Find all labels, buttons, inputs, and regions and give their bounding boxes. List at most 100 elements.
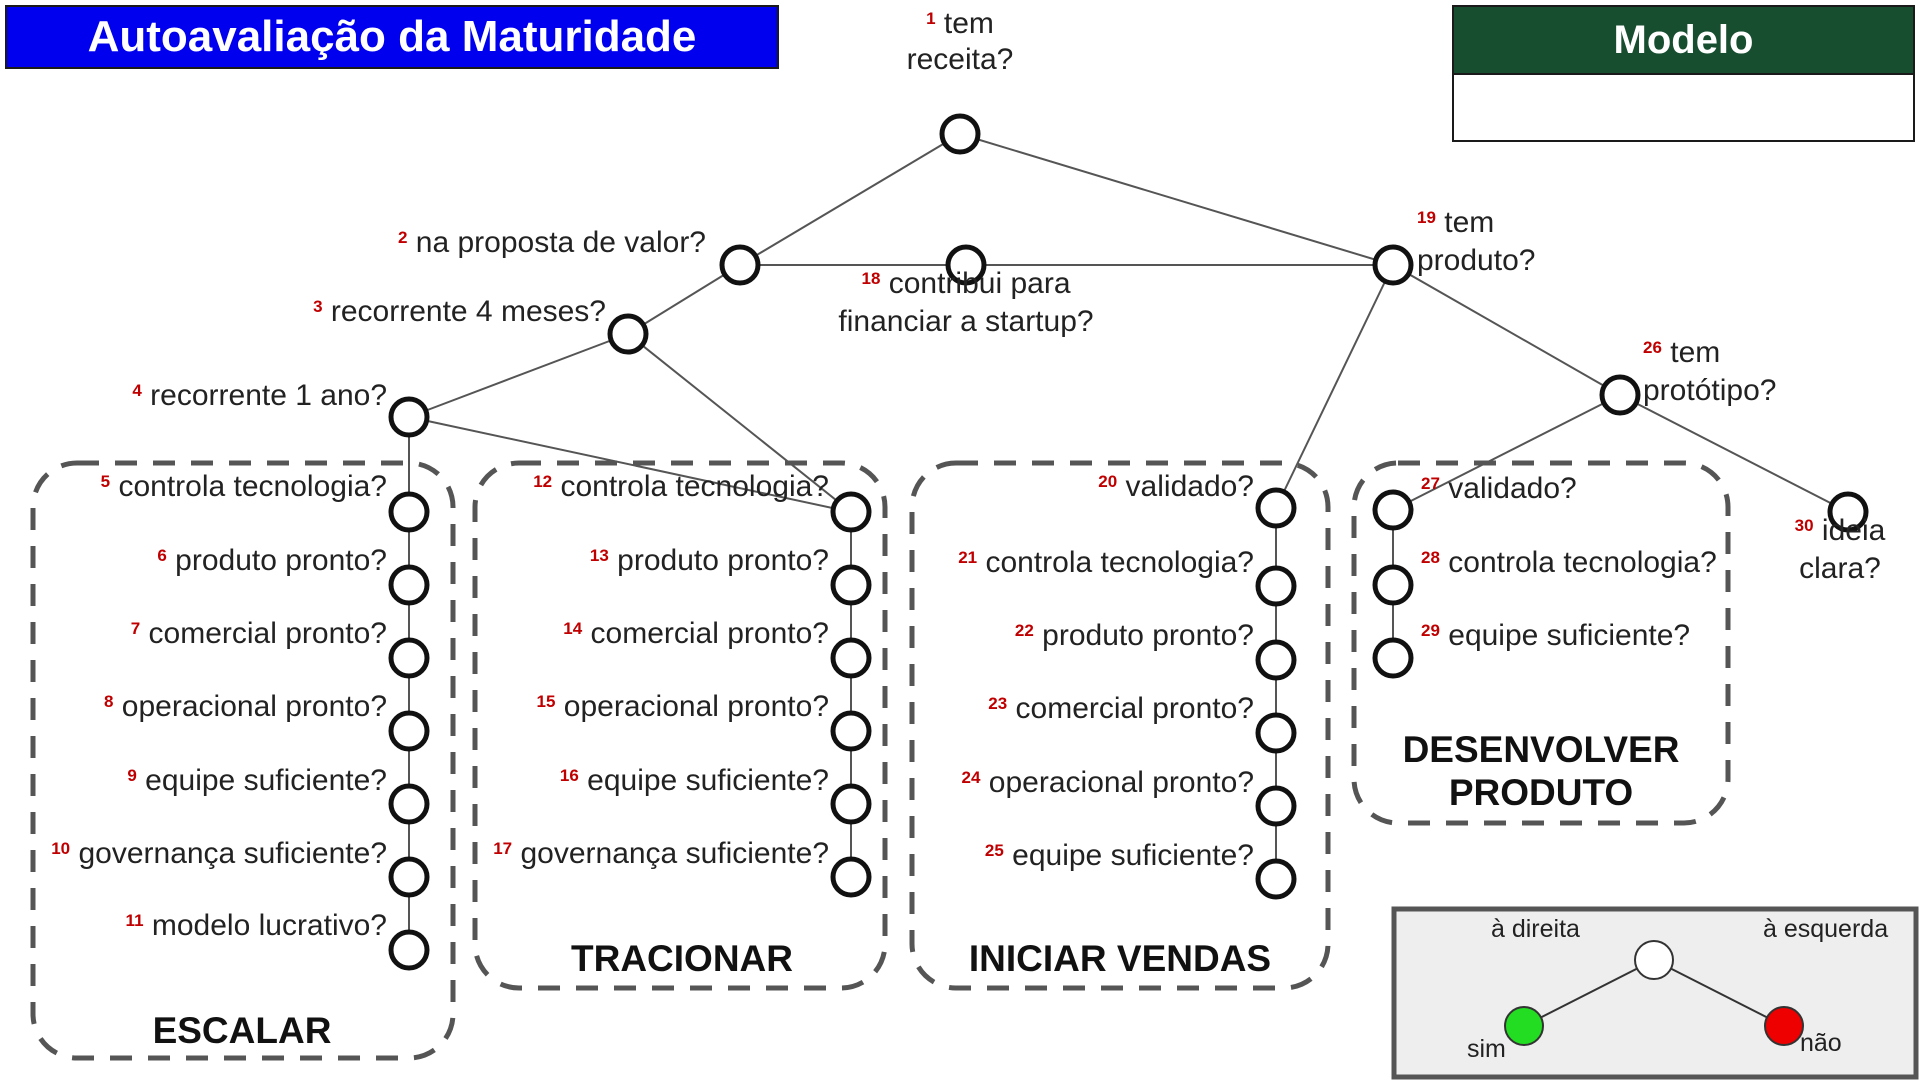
node-29[interactable]: 29 equipe suficiente? <box>1372 619 1690 679</box>
node-3-label: 3 recorrente 4 meses? <box>313 295 606 328</box>
node-20[interactable]: 20 validado? <box>1098 470 1297 529</box>
node-28[interactable]: 28 controla tecnologia? <box>1372 546 1717 606</box>
node-27-number: 27 <box>1421 474 1440 493</box>
node-12[interactable]: 12 controla tecnologia? <box>533 470 872 533</box>
node-7[interactable]: 7 comercial pronto? <box>131 617 430 679</box>
node-14-circle[interactable] <box>830 637 872 679</box>
node-14-text: comercial pronto? <box>582 617 829 650</box>
node-17-circle[interactable] <box>830 856 872 898</box>
node-25-label: 25 equipe suficiente? <box>985 839 1254 872</box>
node-23-circle[interactable] <box>1255 712 1297 754</box>
node-20-circle[interactable] <box>1255 487 1297 529</box>
node-12-label: 12 controla tecnologia? <box>533 470 829 503</box>
node-2-circle[interactable] <box>719 244 761 286</box>
node-4-circle[interactable] <box>388 396 430 438</box>
node-8-circle[interactable] <box>388 710 430 752</box>
edge-4-12 <box>408 416 852 513</box>
node-21-label: 21 controla tecnologia? <box>958 546 1254 579</box>
node-9-circle[interactable] <box>388 783 430 825</box>
node-2[interactable]: 2 na proposta de valor? <box>398 226 761 286</box>
node-3-text: recorrente 4 meses? <box>323 295 606 328</box>
node-22[interactable]: 22 produto pronto? <box>1015 619 1297 681</box>
node-7-circle[interactable] <box>388 637 430 679</box>
node-26-circle[interactable] <box>1599 374 1641 416</box>
edge-19-20 <box>1275 264 1394 509</box>
node-3-number: 3 <box>313 297 322 316</box>
node-17-number: 17 <box>493 839 512 858</box>
node-3[interactable]: 3 recorrente 4 meses? <box>313 295 649 355</box>
node-6[interactable]: 6 produto pronto? <box>157 544 430 606</box>
node-5-circle[interactable] <box>388 491 430 533</box>
node-16-circle[interactable] <box>830 783 872 825</box>
node-21-circle[interactable] <box>1255 565 1297 607</box>
node-19-label-line: produto? <box>1417 244 1535 277</box>
node-10[interactable]: 10 governança suficiente? <box>51 837 430 898</box>
group-desenvolver-produto-label: DESENVOLVER <box>1403 729 1680 770</box>
node-4[interactable]: 4 recorrente 1 ano? <box>132 379 430 438</box>
node-27-circle[interactable] <box>1372 489 1414 531</box>
node-6-label: 6 produto pronto? <box>157 544 387 577</box>
node-24[interactable]: 24 operacional pronto? <box>962 766 1297 827</box>
node-21-text: controla tecnologia? <box>977 546 1254 579</box>
node-27[interactable]: 27 validado? <box>1372 472 1577 531</box>
node-24-circle[interactable] <box>1255 785 1297 827</box>
node-15-circle[interactable] <box>830 710 872 752</box>
node-21[interactable]: 21 controla tecnologia? <box>958 546 1297 607</box>
node-23[interactable]: 23 comercial pronto? <box>988 692 1297 754</box>
node-15-label: 15 operacional pronto? <box>537 690 829 723</box>
node-1-circle[interactable] <box>939 113 981 155</box>
node-9-number: 9 <box>127 766 136 785</box>
node-26-label: 26 tem <box>1643 336 1720 369</box>
node-8[interactable]: 8 operacional pronto? <box>104 690 430 752</box>
node-11-circle[interactable] <box>388 929 430 971</box>
node-15[interactable]: 15 operacional pronto? <box>537 690 872 752</box>
node-16[interactable]: 16 equipe suficiente? <box>560 764 872 825</box>
node-29-circle[interactable] <box>1372 637 1414 679</box>
node-16-text: equipe suficiente? <box>579 764 829 797</box>
node-30-label: 30 ideia <box>1795 514 1886 547</box>
node-22-text: produto pronto? <box>1034 619 1254 652</box>
node-6-text: produto pronto? <box>167 544 387 577</box>
node-11[interactable]: 11 modelo lucrativo? <box>126 909 430 971</box>
node-17[interactable]: 17 governança suficiente? <box>493 837 872 898</box>
node-30-text: ideia <box>1814 514 1886 547</box>
group-tracionar-label: TRACIONAR <box>571 938 793 979</box>
node-3-circle[interactable] <box>607 313 649 355</box>
node-19-circle[interactable] <box>1372 244 1414 286</box>
node-18-circle[interactable] <box>945 244 987 286</box>
node-6-circle[interactable] <box>388 564 430 606</box>
legend-edge-no <box>1653 959 1785 1027</box>
node-25[interactable]: 25 equipe suficiente? <box>985 839 1297 900</box>
node-8-number: 8 <box>104 692 113 711</box>
node-12-circle[interactable] <box>830 491 872 533</box>
node-23-text: comercial pronto? <box>1007 692 1254 725</box>
node-27-text: validado? <box>1440 472 1577 505</box>
node-28-circle[interactable] <box>1372 564 1414 606</box>
node-30-circle[interactable] <box>1827 491 1869 533</box>
node-8-label: 8 operacional pronto? <box>104 690 387 723</box>
node-22-circle[interactable] <box>1255 639 1297 681</box>
node-10-circle[interactable] <box>388 856 430 898</box>
node-15-number: 15 <box>537 692 556 711</box>
group-iniciar-vendas: INICIAR VENDAS <box>909 460 1331 991</box>
edge-1-19 <box>959 133 1394 266</box>
node-5[interactable]: 5 controla tecnologia? <box>101 470 430 533</box>
node-13-circle[interactable] <box>830 564 872 606</box>
node-5-label: 5 controla tecnologia? <box>101 470 387 503</box>
node-14[interactable]: 14 comercial pronto? <box>563 617 872 679</box>
node-17-label: 17 governança suficiente? <box>493 837 829 870</box>
node-25-circle[interactable] <box>1255 858 1297 900</box>
node-16-number: 16 <box>560 766 579 785</box>
node-9[interactable]: 9 equipe suficiente? <box>127 764 430 825</box>
node-1-label-line: receita? <box>907 43 1014 76</box>
node-1-label: 1 tem <box>926 7 994 40</box>
node-21-number: 21 <box>958 548 977 567</box>
group-escalar-label: ESCALAR <box>153 1010 332 1051</box>
node-13[interactable]: 13 produto pronto? <box>590 544 872 606</box>
